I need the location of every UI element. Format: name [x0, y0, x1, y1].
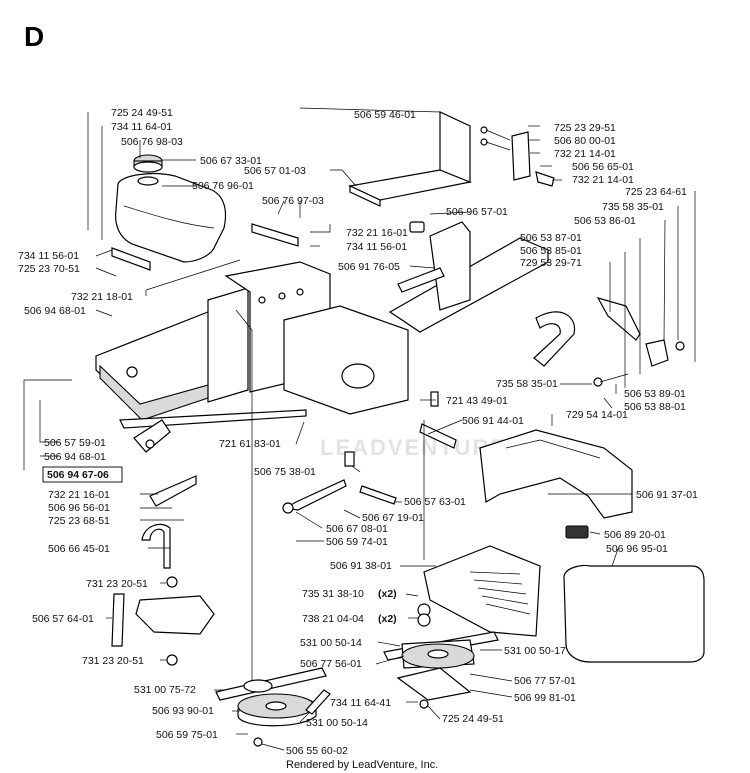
callout-c57: 531 00 50-17 — [504, 645, 566, 657]
callout-c31: 721 43 49-01 — [446, 395, 508, 407]
callout-c47: 506 66 45-01 — [48, 543, 110, 555]
callout-c12: 725 23 70-51 — [18, 263, 80, 275]
callout-c36-box — [42, 466, 123, 483]
leader-lines — [23, 107, 696, 751]
seat-plate — [348, 111, 473, 207]
tank-bracket-left — [111, 247, 151, 271]
callout-c38: 506 75 38-01 — [254, 466, 316, 478]
callout-c58: 731 23 20-51 — [82, 655, 144, 667]
fuel-tank — [115, 173, 227, 263]
callout-c51: 731 23 20-51 — [86, 578, 148, 590]
callout-c40: 506 96 56-01 — [48, 502, 110, 514]
callout-c20: 725 23 64-61 — [625, 186, 687, 198]
callout-c21: 735 58 35-01 — [602, 201, 664, 213]
callout-c43: 506 67 19-01 — [362, 512, 424, 524]
callout-c62: 734 11 64-41 — [330, 697, 391, 709]
callout-c42: 506 57 63-01 — [404, 496, 466, 508]
callout-c46: 506 91 37-01 — [636, 489, 698, 501]
callout-c41: 725 23 68-51 — [48, 515, 110, 527]
callout-c54: 506 57 64-01 — [32, 613, 94, 625]
callout-c25: 506 53 85-01 — [520, 245, 582, 257]
callout-c18: 506 56 65-01 — [572, 161, 634, 173]
callout-c9: 732 21 16-01 — [346, 227, 408, 239]
callout-c45: 506 59 74-01 — [326, 536, 388, 548]
callout-c7: 506 57 01-03 — [244, 165, 306, 177]
callout-c39: 732 21 16-01 — [48, 489, 110, 501]
footer-credit: Rendered by LeadVenture, Inc. — [286, 759, 438, 771]
callout-q52: (x2) — [378, 588, 397, 600]
tension-parts — [111, 391, 457, 666]
pulleys-belts — [215, 603, 499, 747]
callout-c59: 506 77 57-01 — [514, 675, 576, 687]
callout-c66: 506 59 75-01 — [156, 729, 218, 741]
callout-c1: 725 24 49-51 — [111, 107, 173, 119]
callout-c27: 506 91 76-05 — [338, 261, 400, 273]
section-letter: D — [24, 21, 44, 52]
callout-c8: 506 76 97-03 — [262, 195, 324, 207]
callout-c19: 732 21 14-01 — [572, 174, 634, 186]
callout-c32: 729 54 14-01 — [566, 409, 628, 421]
callout-c65: 531 00 50-14 — [306, 717, 368, 729]
front-shield — [479, 429, 633, 519]
callout-c2: 734 11 64-01 — [111, 121, 172, 133]
callout-c61: 506 99 81-01 — [514, 692, 576, 704]
callout-c67: 506 55 60-02 — [286, 745, 348, 757]
callout-c63: 506 93 90-01 — [152, 705, 214, 717]
callout-c17: 732 21 14-01 — [554, 148, 616, 160]
callout-c48: 506 91 38-01 — [330, 560, 392, 572]
part-drawings — [95, 111, 705, 747]
callout-c6: 506 59 46-01 — [354, 109, 416, 121]
callout-c33: 506 91 44-01 — [462, 415, 524, 427]
callout-c24: 506 53 87-01 — [520, 232, 582, 244]
callout-c15: 725 23 29-51 — [554, 122, 616, 134]
callout-c28: 735 58 35-01 — [496, 378, 558, 390]
callout-c30: 506 53 88-01 — [624, 401, 686, 413]
callout-c11: 734 11 56-01 — [18, 250, 79, 262]
callout-c14: 506 94 68-01 — [24, 305, 86, 317]
callout-c53: 738 21 04-04 — [302, 613, 364, 625]
callout-c44: 506 67 08-01 — [326, 523, 388, 535]
right-bracket-parts — [480, 126, 685, 387]
belt-shield — [423, 545, 541, 637]
callout-c16: 506 80 00-01 — [554, 135, 616, 147]
callout-labels: 725 24 49-51 734 11 64-01 506 76 98-03 5… — [18, 107, 698, 757]
side-panel — [563, 525, 705, 663]
callout-c23: 506 96 57-01 — [446, 206, 508, 218]
callout-c34: 506 57 59-01 — [44, 437, 106, 449]
callout-c64: 725 24 49-51 — [442, 713, 504, 725]
tank-bracket-right — [251, 223, 299, 247]
callout-c3: 506 76 98-03 — [121, 136, 183, 148]
callout-c37: 721 61 83-01 — [219, 438, 281, 450]
callout-c55: 531 00 50-14 — [300, 637, 362, 649]
callout-q53: (x2) — [378, 613, 397, 625]
callout-c13: 732 21 18-01 — [71, 291, 133, 303]
callout-c50: 506 96 95-01 — [606, 543, 668, 555]
callout-c4: 506 67 33-01 — [200, 155, 262, 167]
callout-c49: 506 89 20-01 — [604, 529, 666, 541]
callout-c29: 506 53 89-01 — [624, 388, 686, 400]
callout-c5: 506 76 96-01 — [192, 180, 254, 192]
callout-c60: 531 00 75-72 — [134, 684, 196, 696]
callout-c22: 506 53 86-01 — [574, 215, 636, 227]
callout-c35: 506 94 68-01 — [44, 451, 106, 463]
rear-frame — [388, 221, 576, 367]
callout-c36: 506 94 67-06 — [47, 469, 109, 481]
tank-cap — [133, 154, 163, 173]
callout-c26: 729 53 29-71 — [520, 257, 582, 269]
callout-c10: 734 11 56-01 — [346, 241, 407, 253]
callout-c52: 735 31 38-10 — [302, 588, 364, 600]
callout-c56: 506 77 56-01 — [300, 658, 362, 670]
